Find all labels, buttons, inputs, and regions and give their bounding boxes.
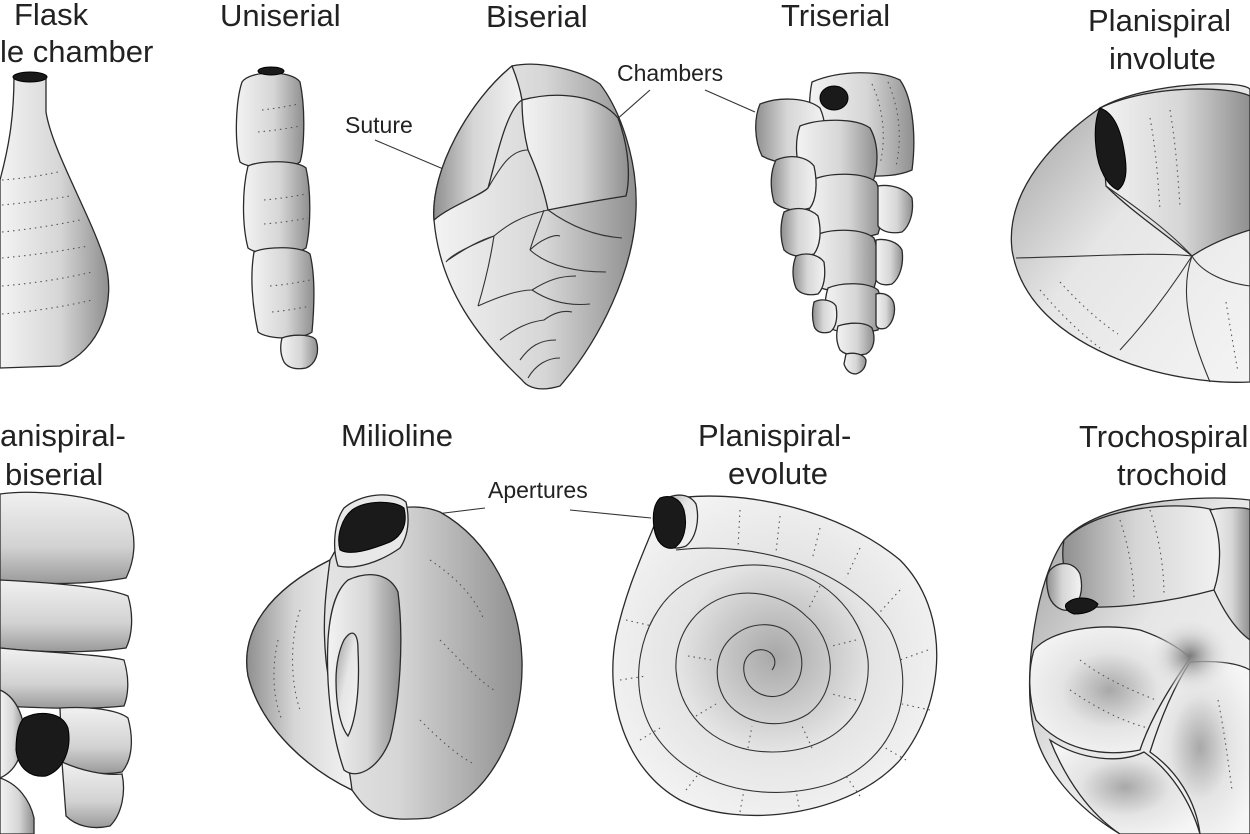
title-trochospiral-line2: trochoid [1117, 457, 1227, 492]
title-triserial: Triserial [781, 0, 890, 33]
title-uniserial: Uniserial [220, 0, 341, 33]
triserial-chamber-6 [836, 322, 875, 356]
triserial-left-chamber-b [780, 207, 821, 257]
title-biserial: Biserial [486, 0, 588, 34]
chambers-leader-line-right [704, 89, 756, 113]
trochospiral-top-chamber [1062, 505, 1227, 608]
triserial-right-chamber-b [875, 238, 904, 286]
uniserial-chamber-3 [251, 247, 315, 339]
involute-last-chamber [1099, 88, 1250, 257]
milioline-aperture [338, 501, 406, 553]
flask-chamber [0, 75, 110, 369]
milioline-foram [246, 494, 523, 820]
pb-chamber-3 [0, 647, 129, 709]
uniserial-chamber-4 [280, 334, 319, 370]
trochospiral-aperture [1065, 597, 1099, 615]
triserial-tip [843, 352, 867, 375]
pb-aperture [15, 712, 70, 777]
trochospiral-umbilicus [1148, 618, 1232, 694]
evolute-aperture [652, 496, 687, 549]
pb-chamber-5 [61, 760, 125, 829]
title-flask-line1: Flask [14, 0, 89, 32]
flask-foram [0, 71, 110, 369]
title-planispiral-involute-line2: involute [1109, 41, 1216, 76]
involute-aperture [1094, 107, 1127, 191]
uniserial-chamber-2 [242, 161, 311, 255]
title-planispiral-biserial-line1: anispiral- [0, 418, 126, 453]
title-planispiral-evolute-line1: Planispiral- [698, 418, 851, 453]
biserial-chamber-upper-left [433, 64, 523, 222]
pb-chamber-2 [0, 579, 133, 653]
title-trochospiral-line1: Trochospiral [1079, 419, 1248, 454]
triserial-foram [755, 72, 915, 375]
title-milioline: Milioline [341, 418, 453, 453]
annotation-apertures: Apertures [488, 477, 588, 503]
evolute-inner-whorl-suture [743, 631, 803, 698]
pb-chamber-top [0, 491, 135, 585]
titles: Flask le chamber Uniserial Biserial Tris… [0, 0, 1248, 492]
annotation-suture: Suture [345, 112, 413, 138]
annotation-chambers: Chambers [617, 60, 723, 86]
uniserial-foram [235, 66, 319, 370]
trochospiral-right-bottom-chamber [1149, 660, 1250, 834]
title-planispiral-evolute-line2: evolute [728, 456, 828, 491]
triserial-left-chamber-d [811, 299, 838, 334]
triserial-aperture [819, 85, 849, 111]
planispiral-involute-foram [1010, 83, 1250, 383]
pb-left-lower-chamber [0, 777, 35, 834]
annotations: Suture Chambers Apertures [345, 60, 756, 519]
trochospiral-bottom-chamber [1048, 738, 1201, 834]
triserial-right-chamber-a [877, 184, 914, 234]
title-flask-line2: le chamber [0, 34, 153, 69]
trochospiral-foram [1028, 497, 1250, 834]
uniserial-chamber-1 [235, 72, 305, 169]
triserial-left-chamber-a [770, 155, 817, 211]
title-planispiral-biserial-line2: biserial [5, 457, 103, 492]
triserial-left-chamber-c [792, 253, 826, 296]
flask-aperture [12, 71, 48, 83]
milioline-left-chamber [246, 558, 353, 792]
triserial-right-chamber-c [875, 292, 896, 330]
title-planispiral-involute-line1: Planispiral [1088, 3, 1231, 38]
milioline-depression [335, 632, 360, 738]
planispiral-evolute-foram [612, 494, 938, 816]
apertures-leader-line-right [569, 509, 652, 519]
pb-chamber-4 [59, 706, 133, 775]
evolute-third-whorl-suture [716, 615, 831, 725]
biserial-foram [433, 63, 637, 390]
evolute-outer-whorl-suture [638, 547, 904, 793]
planispiral-biserial-foram [0, 491, 135, 834]
evolute-second-whorl-suture [675, 565, 869, 753]
uniserial-aperture [257, 66, 285, 76]
trochospiral-right-top-chamber [1209, 507, 1250, 641]
evolute-test-outline [612, 495, 938, 816]
